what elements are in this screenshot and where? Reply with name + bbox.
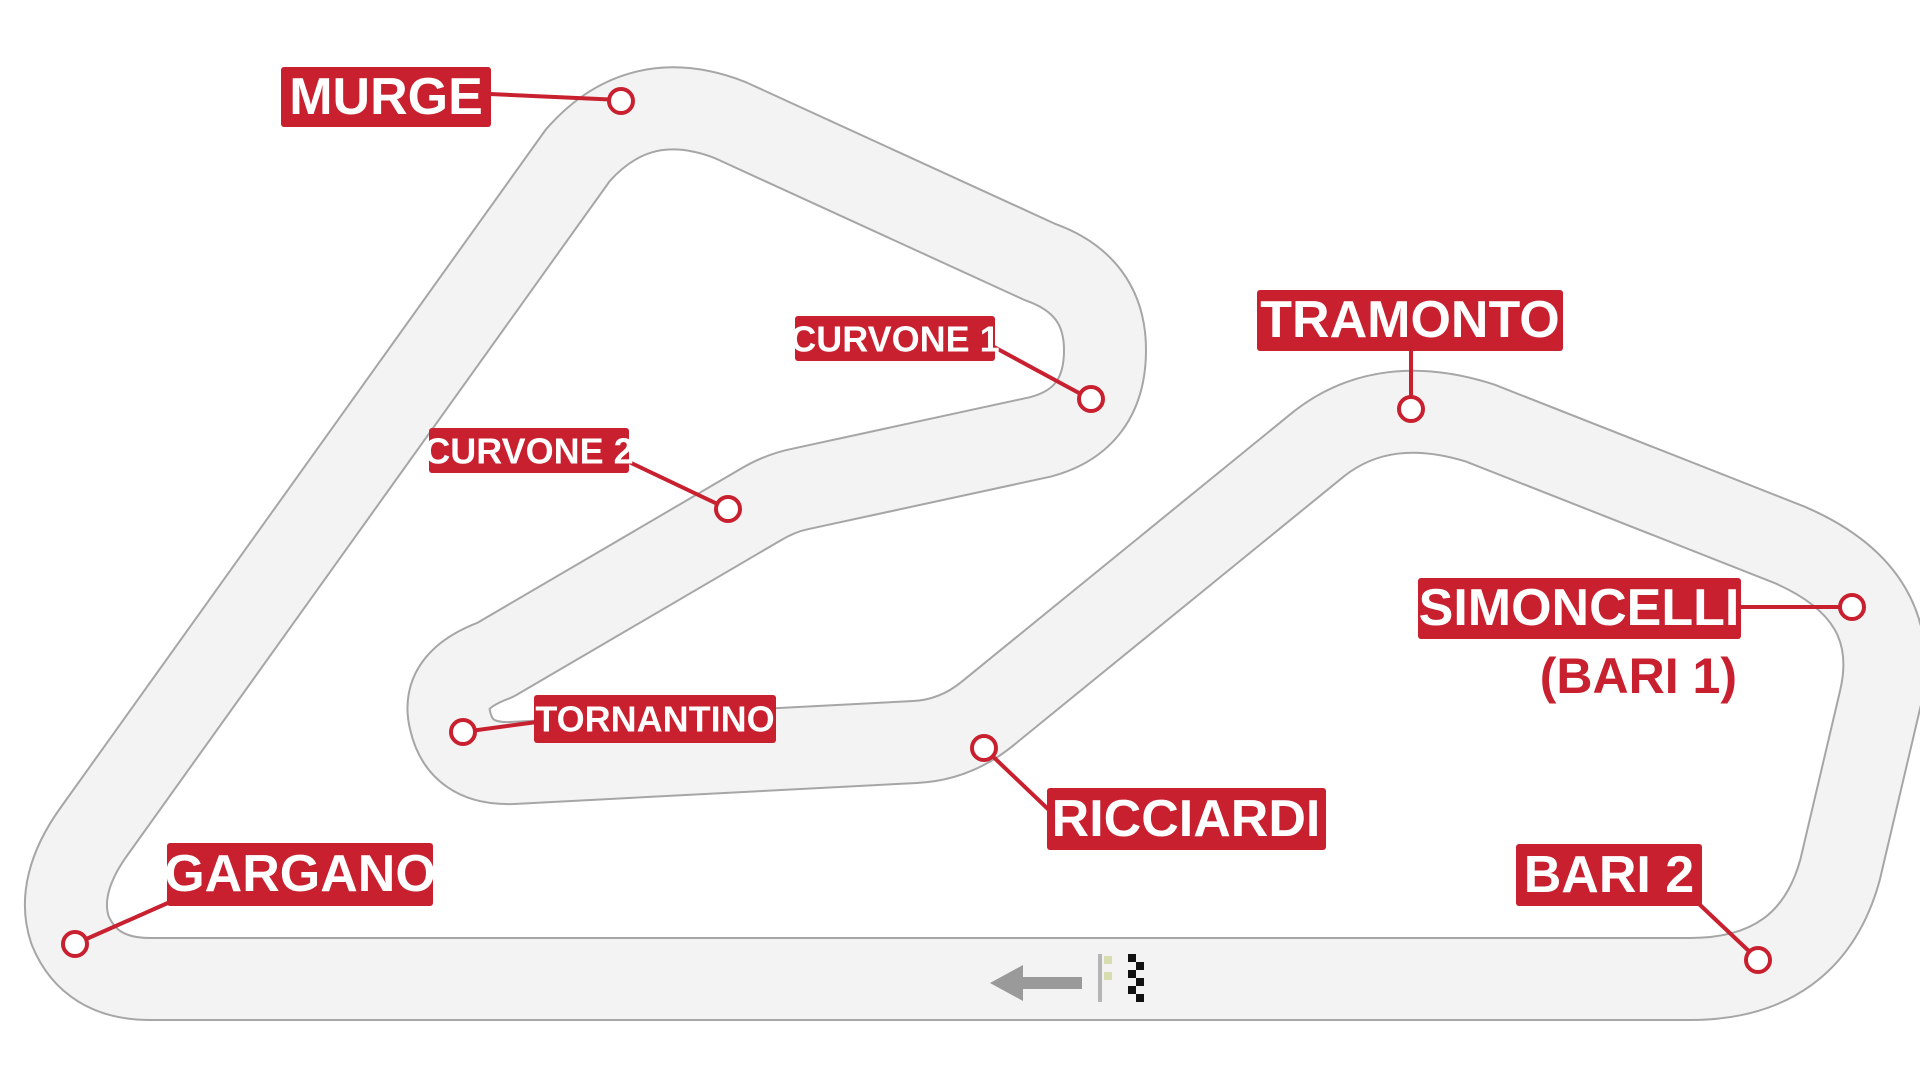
corner-label-tramonto: TRAMONTO — [1260, 291, 1559, 349]
corner-marker — [607, 87, 635, 115]
corner-label-bari-2: BARI 2 — [1524, 846, 1694, 904]
corner-ricciardi: RICCIARDI — [970, 734, 1326, 850]
corner-marker — [61, 930, 89, 958]
corner-label-ricciardi: RICCIARDI — [1052, 790, 1321, 848]
corner-marker — [1744, 946, 1772, 974]
corner-marker — [714, 495, 742, 523]
direction-arrow-icon — [990, 965, 1082, 1001]
race-track — [23, 66, 1920, 1021]
corner-label-curvone-2: CURVONE 2 — [424, 431, 633, 472]
corner-marker — [1077, 385, 1105, 413]
corner-murge: MURGE — [281, 67, 635, 127]
corner-tornantino: TORNANTINO — [449, 695, 776, 746]
corner-simoncelli: SIMONCELLI (BARI 1) — [1418, 578, 1866, 704]
track-surface — [25, 68, 1920, 1019]
grid-line — [1098, 954, 1102, 1002]
corner-curvone-1: CURVONE 1 — [790, 316, 1105, 413]
corner-label-tornantino: TORNANTINO — [535, 699, 774, 740]
corner-curvone-2: CURVONE 2 — [424, 428, 742, 523]
corner-marker — [1838, 593, 1866, 621]
corner-marker — [1397, 395, 1425, 423]
corner-gargano: GARGANO — [61, 843, 436, 958]
corner-marker — [970, 734, 998, 762]
checkered-flag-icon — [1098, 954, 1144, 1002]
corner-label-curvone-1: CURVONE 1 — [790, 319, 999, 360]
corner-label-simoncelli: SIMONCELLI — [1419, 579, 1740, 637]
corner-bari-2: BARI 2 — [1516, 844, 1772, 974]
corner-sublabel-bari-1: (BARI 1) — [1540, 648, 1737, 704]
corner-label-murge: MURGE — [289, 68, 483, 126]
corner-marker — [449, 718, 477, 746]
corner-tramonto: TRAMONTO — [1257, 290, 1563, 423]
corner-label-gargano: GARGANO — [164, 845, 436, 903]
